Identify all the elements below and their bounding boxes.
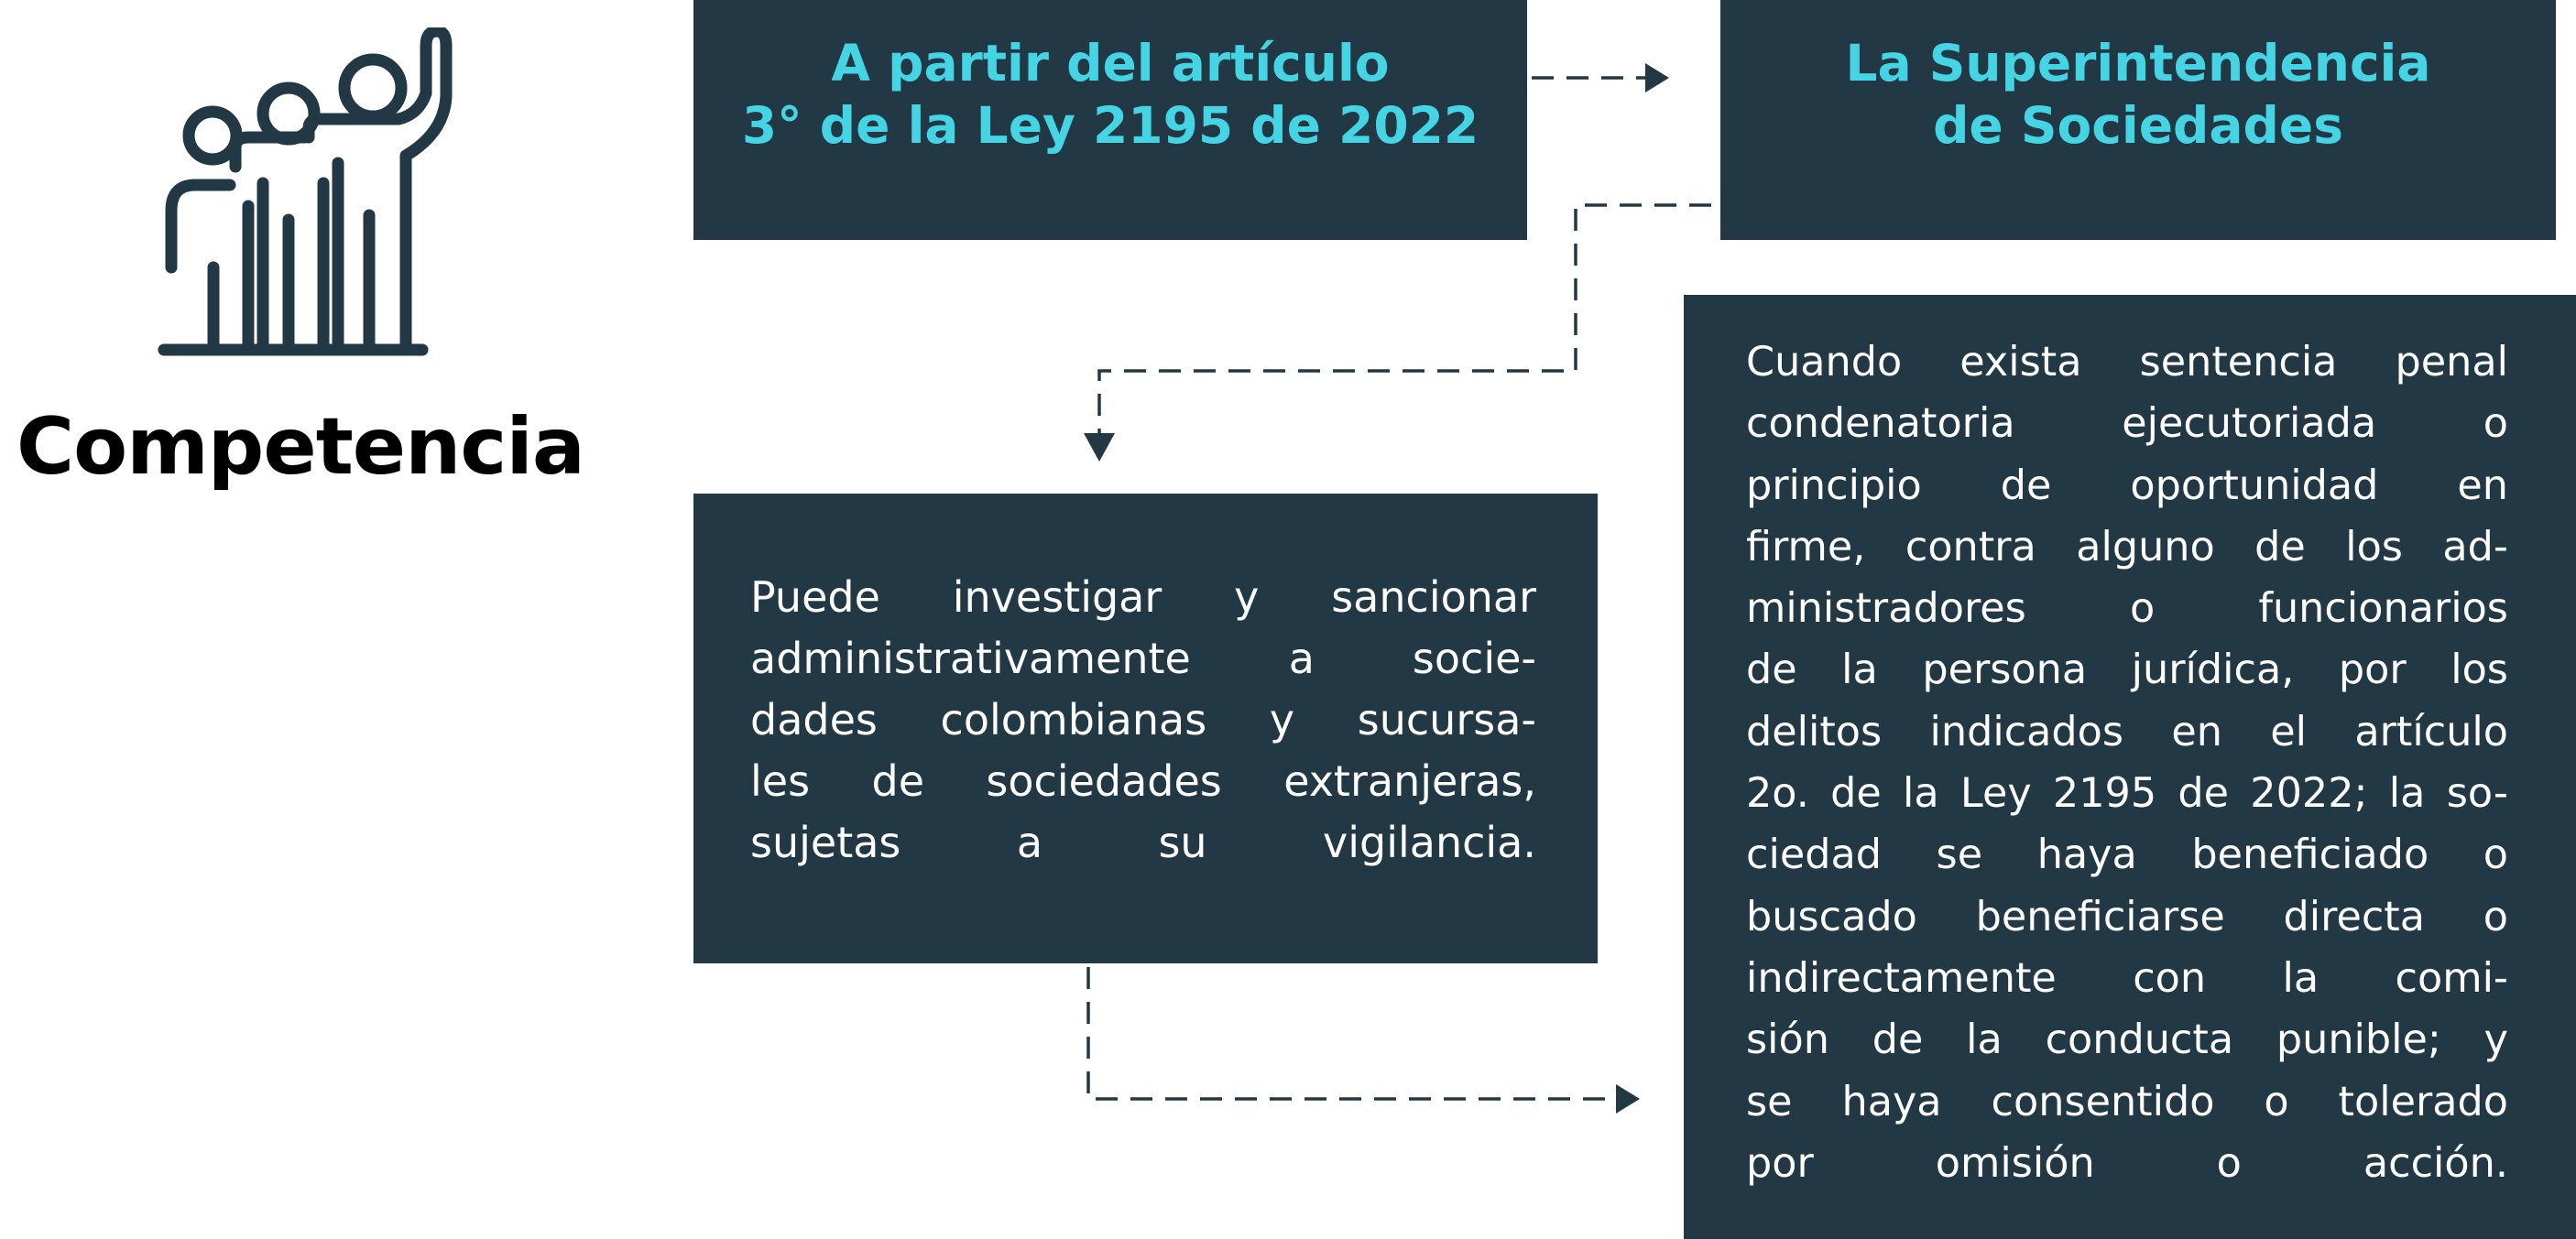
condition-text: Cuando exista sentencia penal condenator… [1746, 339, 2508, 1187]
arrowhead-right-bottom [1616, 1084, 1640, 1114]
article-reference-text: A partir del artículo 3° de la Ley 2195 … [741, 34, 1479, 155]
article-reference-box: A partir del artículo 3° de la Ley 2195 … [693, 0, 1527, 240]
authority-box: La Superintendencia de Sociedades [1720, 0, 2556, 240]
power-box: Puede investigar y sancionar administrat… [693, 494, 1598, 963]
arrowhead-down [1084, 433, 1115, 462]
power-text: Puede investigar y sancionar administrat… [750, 572, 1536, 867]
section-title: Competencia [16, 401, 585, 493]
condition-box: Cuando exista sentencia penal condenator… [1684, 295, 2576, 1239]
arrowhead-right-top [1645, 63, 1669, 92]
connector-power-to-condition [1086, 967, 1620, 1101]
connector-authority-to-power [1097, 203, 1711, 435]
people-raising-hand-icon [151, 25, 476, 371]
authority-text: La Superintendencia de Sociedades [1845, 34, 2431, 155]
